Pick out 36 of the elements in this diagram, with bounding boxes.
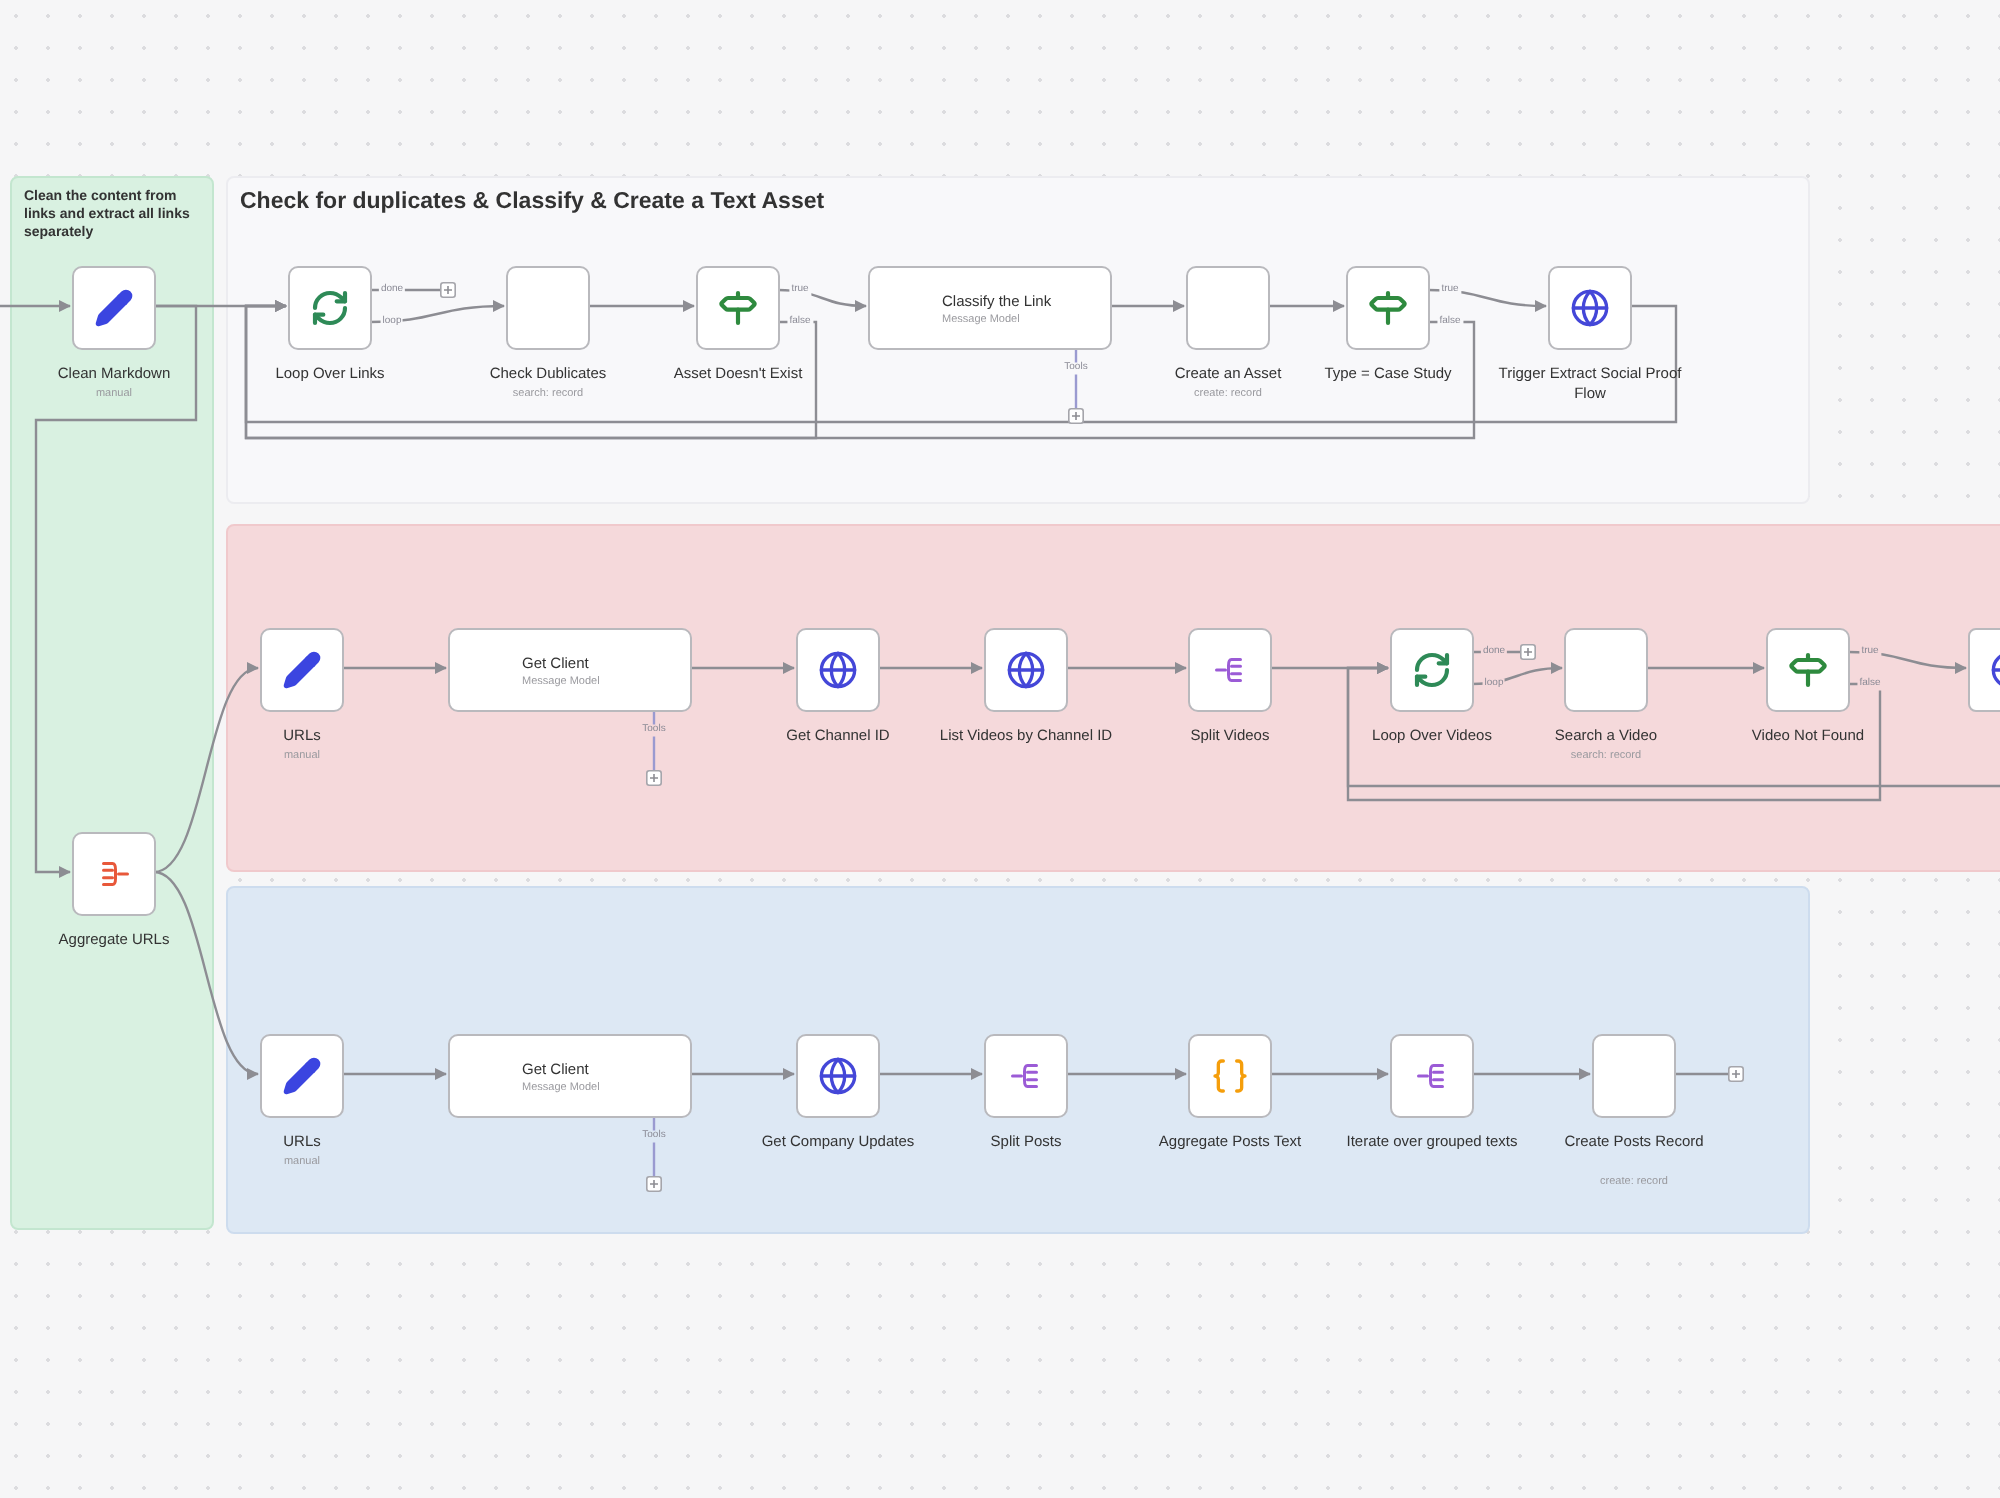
group-panel xyxy=(10,176,214,1230)
connector xyxy=(777,288,867,312)
connector xyxy=(1674,1066,1744,1082)
connector xyxy=(1068,348,1084,424)
connector xyxy=(588,300,695,312)
connector xyxy=(153,870,259,1077)
connector xyxy=(1472,1068,1591,1080)
connector xyxy=(342,1068,447,1080)
connector xyxy=(1110,300,1185,312)
connector xyxy=(1268,300,1345,312)
connector xyxy=(244,300,1678,424)
connector xyxy=(1270,1068,1389,1080)
connector xyxy=(878,1068,983,1080)
connector xyxy=(646,710,662,786)
group-panel xyxy=(226,524,2000,872)
node-box xyxy=(868,266,1112,350)
connector xyxy=(1847,650,1967,674)
connector xyxy=(690,662,795,674)
connector xyxy=(342,662,447,674)
connector xyxy=(690,1068,795,1080)
group-panel xyxy=(226,176,1810,504)
group-title: Check for duplicates & Classify & Create a Text Asset xyxy=(240,188,825,218)
node-box xyxy=(448,1034,692,1118)
node-box xyxy=(448,628,692,712)
connector xyxy=(0,300,71,312)
connector xyxy=(878,662,983,674)
connector xyxy=(646,1116,662,1192)
connector xyxy=(1346,662,2000,788)
connector xyxy=(153,665,259,874)
connector xyxy=(369,300,505,324)
connector xyxy=(1646,662,1765,674)
connector xyxy=(1066,662,1187,674)
connector xyxy=(1066,1068,1187,1080)
group-panel xyxy=(226,886,1810,1234)
connector xyxy=(1427,288,1547,312)
connector xyxy=(34,304,198,878)
